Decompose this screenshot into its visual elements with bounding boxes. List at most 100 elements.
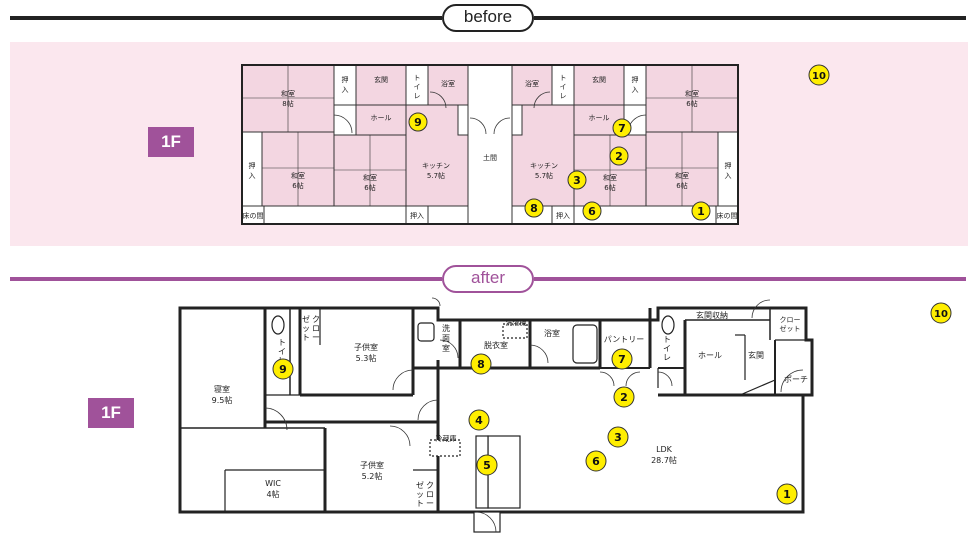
before-kitchen-a2: 5.7帖 xyxy=(427,171,445,180)
after-closet-a5: ッ xyxy=(302,324,310,333)
after-closet-b1: ク xyxy=(426,481,434,490)
svg-text:4: 4 xyxy=(475,414,483,427)
after-wic-l2: 4帖 xyxy=(266,489,279,499)
before-marker-3: 3 xyxy=(567,170,587,190)
after-marker-7: 7 xyxy=(611,348,633,370)
after-genkanshuno-l: 玄関収納 xyxy=(696,310,728,320)
svg-text:10: 10 xyxy=(812,71,826,82)
svg-text:7: 7 xyxy=(618,122,626,135)
before-hall-r: ホール xyxy=(589,114,610,122)
before-marker-2: 2 xyxy=(609,146,629,166)
after-pantry-l: パントリー xyxy=(604,335,644,344)
svg-text:3: 3 xyxy=(573,174,581,187)
svg-text:7: 7 xyxy=(618,353,626,366)
before-oshiire-f: 押入 xyxy=(556,211,570,220)
before-washitsu6e-l2: 6帖 xyxy=(676,181,687,190)
before-yoku-l: 浴室 xyxy=(441,79,455,88)
before-kitchen-a1: キッチン xyxy=(422,162,450,170)
before-marker-9: 9 xyxy=(408,112,428,132)
after-toire-a1: ト xyxy=(278,338,286,347)
after-closet-a2: ロ xyxy=(312,324,320,333)
before-floor-badge: 1F xyxy=(148,127,194,157)
after-porch-l: ポーチ xyxy=(784,375,808,384)
before-toire-l1: ト xyxy=(414,74,421,82)
after-toire-b3: レ xyxy=(663,353,671,362)
before-yoku-r: 浴室 xyxy=(525,79,539,88)
after-closet-h1: クロー xyxy=(780,316,801,324)
after-closet-b4: ゼ xyxy=(416,480,424,490)
svg-text:2: 2 xyxy=(615,150,623,163)
after-closet-a4: ゼ xyxy=(302,314,310,324)
after-marker-3: 3 xyxy=(607,426,629,448)
after-sentakuki-l: 洗濯機 xyxy=(506,318,527,327)
before-marker-6: 6 xyxy=(582,201,602,221)
after-senmen-2: 面 xyxy=(442,334,450,343)
before-oshiire-b2: 入 xyxy=(249,172,256,180)
before-kitchen-b2: 5.7帖 xyxy=(535,171,553,180)
after-reizoko-l: 冷蔵庫 xyxy=(436,434,457,443)
after-floor-badge: 1F xyxy=(88,398,134,428)
after-kodomo2-l2: 5.2帖 xyxy=(362,471,383,481)
before-oshiire-b1: 押 xyxy=(249,161,256,170)
before-washitsu8-l2: 8帖 xyxy=(282,99,293,108)
before-oshiire-e2: 入 xyxy=(725,172,732,180)
before-oshiire-a2: 入 xyxy=(342,86,349,94)
svg-text:6: 6 xyxy=(592,455,600,468)
svg-text:1: 1 xyxy=(783,488,791,501)
after-yoku-l: 浴室 xyxy=(544,328,560,338)
before-marker-7: 7 xyxy=(612,118,632,138)
after-marker-9: 9 xyxy=(272,358,294,380)
before-floor-plan: 和室 8帖 押 入 玄関 ト イ レ 浴室 ホール 押 入 和室 6帖 和室 6… xyxy=(241,64,830,225)
after-ldk-l1: LDK xyxy=(656,445,673,454)
after-closet-a1: ク xyxy=(312,315,320,324)
before-washitsu6b-l2: 6帖 xyxy=(364,183,375,192)
svg-text:1: 1 xyxy=(697,205,705,218)
after-floor-plan: 寝室 9.5帖 WIC 4帖 子供室 5.3帖 子供室 5.2帖 ト イ レ ク… xyxy=(178,297,952,533)
before-tokonoma-a: 床の間 xyxy=(243,211,264,220)
before-divider-right xyxy=(534,16,966,20)
after-marker-10: 10 xyxy=(930,302,952,324)
before-oshiire-d1: 押 xyxy=(632,75,639,84)
after-marker-5: 5 xyxy=(476,454,498,476)
after-closet-h2: ゼット xyxy=(780,324,801,333)
svg-text:3: 3 xyxy=(614,431,622,444)
after-wic-l1: WIC xyxy=(265,479,281,488)
before-kitchen-b1: キッチン xyxy=(530,162,558,170)
svg-text:10: 10 xyxy=(934,309,948,320)
svg-text:8: 8 xyxy=(477,358,485,371)
after-closet-a6: ト xyxy=(302,333,310,342)
after-divider-right xyxy=(534,277,966,281)
before-toire-l2: イ xyxy=(414,83,421,91)
before-genkan-l: 玄関 xyxy=(374,75,388,84)
before-washitsu8-l1: 和室 xyxy=(281,89,295,98)
after-marker-1: 1 xyxy=(776,483,798,505)
after-senmen-1: 洗 xyxy=(442,323,450,333)
after-closet-a3: ー xyxy=(312,333,320,342)
before-washitsu6c-l2: 6帖 xyxy=(686,99,697,108)
before-hall-l: ホール xyxy=(371,114,392,122)
after-shinshitsu-l2: 9.5帖 xyxy=(212,395,233,405)
after-closet-b6: ト xyxy=(416,499,424,508)
before-toire-r3: レ xyxy=(560,92,567,100)
before-tokonoma-b: 床の間 xyxy=(717,211,738,220)
before-oshiire-e1: 押 xyxy=(725,161,732,170)
before-washitsu6b-l1: 和室 xyxy=(363,173,377,182)
before-washitsu6c-l1: 和室 xyxy=(685,89,699,98)
before-washitsu6d-l1: 和室 xyxy=(603,173,617,182)
before-washitsu6a-l2: 6帖 xyxy=(292,181,303,190)
before-washitsu6d-l2: 6帖 xyxy=(604,183,615,192)
svg-text:2: 2 xyxy=(620,391,628,404)
svg-text:9: 9 xyxy=(279,363,287,376)
svg-text:8: 8 xyxy=(530,202,538,215)
before-toire-r2: イ xyxy=(560,83,567,91)
after-genkan-l: 玄関 xyxy=(748,350,764,360)
before-oshiire-a1: 押 xyxy=(342,75,349,84)
before-washitsu6e-l1: 和室 xyxy=(675,171,689,180)
before-divider-left xyxy=(10,16,442,20)
after-closet-b2: ロ xyxy=(426,490,434,499)
svg-text:5: 5 xyxy=(483,459,491,472)
before-genkan-r: 玄関 xyxy=(592,75,606,84)
after-hall-l: ホール xyxy=(698,351,722,360)
after-kodomo1-l2: 5.3帖 xyxy=(356,353,377,363)
after-marker-4: 4 xyxy=(468,409,490,431)
